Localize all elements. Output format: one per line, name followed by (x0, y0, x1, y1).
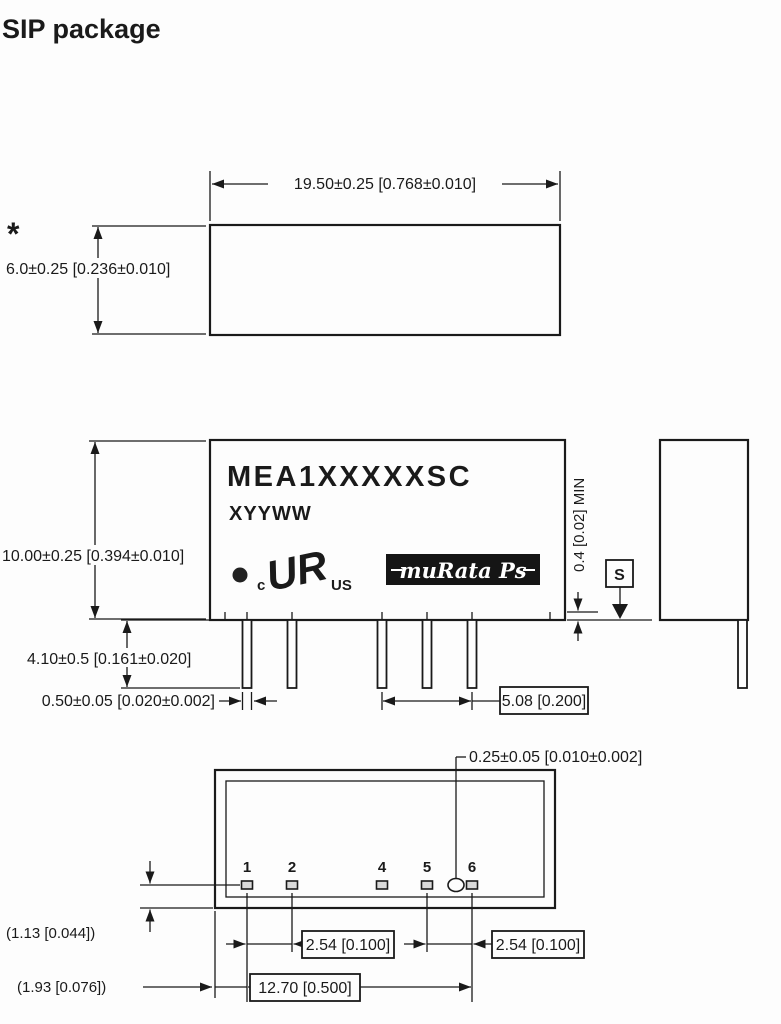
note-asterisk: * (7, 216, 20, 252)
part-number: MEA1XXXXXSC (227, 461, 472, 493)
pin-number-1: 1 (243, 859, 251, 876)
pin-number-4: 4 (378, 859, 387, 876)
dim-pin-width: 0.50±0.05 [0.020±0.002] (42, 693, 215, 710)
pitch-dimension-1: 2.54 [0.100] (226, 930, 395, 959)
dim-pin-thickness: 0.25±0.05 [0.010±0.002] (469, 749, 642, 766)
dim-standoff-min: 0.4 [0.02] MIN (571, 478, 588, 572)
pin-5 (421, 619, 433, 689)
pin-width-dimension: 0.50±0.05 [0.020±0.002] (42, 692, 277, 710)
pin-6 (466, 619, 478, 689)
front-view: MEA1XXXXXSC XYYWW c UR US muRata Ps (0, 438, 652, 715)
pin-2 (286, 619, 298, 689)
ul-c-label: c (257, 577, 265, 594)
pad-6 (465, 880, 479, 890)
page-title: SIP package (2, 14, 161, 44)
total-span-dimension: 12.70 [0.500] (248, 973, 471, 1002)
ul-us-label: US (331, 577, 352, 594)
pitch-dimension-2: 2.54 [0.100] (404, 930, 585, 959)
pin1-indicator-dot (232, 567, 248, 583)
dim-box (301, 930, 395, 959)
dim-body-width: 19.50±0.25 [0.768±0.010] (294, 176, 476, 193)
pad-2 (285, 880, 299, 890)
pin-number-2: 2 (288, 859, 296, 876)
row-offset-dimension: (1.13 [0.044]) (6, 861, 240, 942)
pad-extension-lines (214, 893, 473, 1002)
dim-body-height: 10.00±0.25 [0.394±0.010] (2, 548, 184, 565)
top-view-width-dimension: 19.50±0.25 [0.768±0.010] (209, 171, 561, 221)
standoff-ticks (224, 612, 551, 620)
date-code: XYYWW (229, 503, 312, 525)
dim-pin-span: 5.08 [0.200] (502, 693, 587, 710)
dim-pitch-2: 2.54 [0.100] (496, 937, 581, 954)
bottom-view-pads (240, 880, 479, 890)
pin-number-6: 6 (468, 859, 476, 876)
bottom-view-inner-outline (225, 780, 545, 898)
murata-logo-box (386, 554, 540, 585)
dim-total-span: 12.70 [0.500] (258, 980, 351, 997)
edge-offset-dimension: (1.93 [0.076]) (17, 979, 247, 996)
front-view-body (208, 438, 567, 622)
pad-5 (420, 880, 434, 890)
pin-length-dimension: 4.10±0.5 [0.161±0.020] (24, 619, 240, 689)
bottom-view: 1 2 4 5 6 0.25±0.05 [0.010±0.002] (1.13 … (6, 749, 642, 1002)
bottom-view-body (213, 768, 557, 910)
dim-edge-offset: (1.93 [0.076]) (17, 979, 106, 996)
datum-box (605, 559, 634, 588)
front-view-pins (241, 619, 478, 689)
pin-section-callout (447, 877, 465, 893)
ul-recognized-mark-icon: UR (262, 541, 332, 600)
datum-symbol: S (605, 559, 634, 619)
pin-span-dimension: 5.08 [0.200] (381, 686, 589, 715)
pin-number-5: 5 (423, 859, 431, 876)
pad-4 (375, 880, 389, 890)
dim-pin-length: 4.10±0.5 [0.161±0.020] (27, 651, 191, 668)
murata-logo: muRata Ps (386, 554, 540, 585)
top-view-height-dimension: 6.0±0.25 [0.236±0.010] * (3, 216, 206, 335)
dim-body-depth: 6.0±0.25 [0.236±0.010] (6, 261, 170, 278)
pin-1 (241, 619, 253, 689)
datum-triangle-icon (612, 604, 628, 619)
side-view (658, 438, 750, 689)
pin-4 (376, 619, 388, 689)
dim-pitch-1: 2.54 [0.100] (306, 937, 391, 954)
front-view-height-dimension: 10.00±0.25 [0.394±0.010] (0, 440, 206, 620)
side-view-pin (737, 619, 748, 689)
datum-letter: S (614, 567, 625, 584)
top-view-body (208, 223, 562, 337)
standoff-dimension: 0.4 [0.02] MIN (567, 478, 652, 641)
pin-thickness-dimension: 0.25±0.05 [0.010±0.002] (447, 749, 642, 893)
ul-certification-mark: c UR US (257, 541, 352, 600)
dim-row-offset: (1.13 [0.044]) (6, 925, 95, 942)
svg-text:UR: UR (262, 541, 332, 600)
top-view: 19.50±0.25 [0.768±0.010] 6.0±0.25 [0.236… (3, 171, 562, 337)
pad-1 (240, 880, 254, 890)
murata-logo-text: muRata Ps (399, 558, 526, 583)
pin-numbers: 1 2 4 5 6 (243, 859, 476, 876)
side-view-body (658, 438, 750, 622)
dim-box (249, 973, 361, 1002)
dim-box (499, 686, 589, 715)
dim-box (491, 930, 585, 959)
